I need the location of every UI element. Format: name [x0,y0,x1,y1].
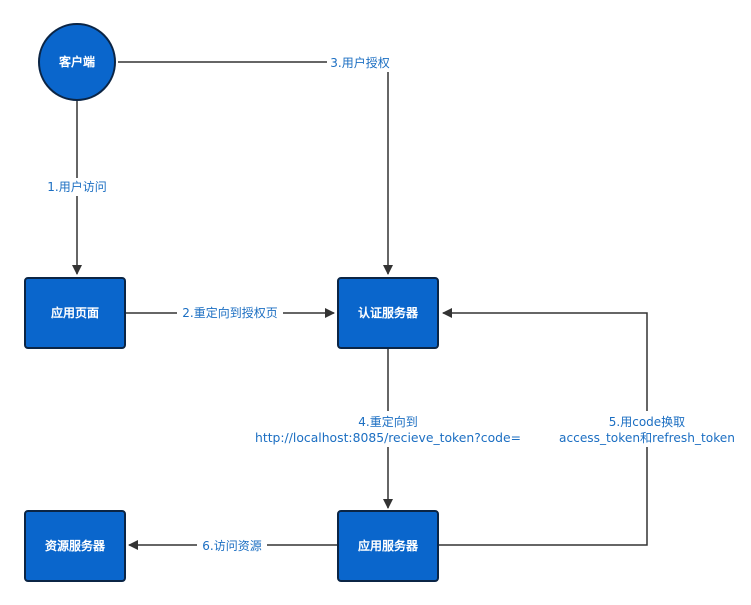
nodes: 客户端 应用页面 认证服务器 应用服务器 资源服务器 [24,23,439,582]
edge-label-redirect-line2: http://localhost:8085/recieve_token?code… [255,431,521,445]
node-auth-server-label: 认证服务器 [358,305,419,320]
node-app-page-label: 应用页面 [51,305,99,320]
node-client-label: 客户端 [58,54,95,69]
node-resource-server: 资源服务器 [24,510,126,582]
node-client: 客户端 [38,23,116,101]
edge-user-authorize [118,61,393,275]
edge-label-exchange-line1: 5.用code换取 [609,415,685,429]
edge-labels: 1.用户访问 3.用户授权 2.重定向到授权页 4.重定向到 http://lo… [42,54,737,555]
edge-label-user-visit: 1.用户访问 [47,179,106,194]
node-app-page: 应用页面 [24,277,126,349]
node-app-server-label: 应用服务器 [358,538,419,553]
edge-label-user-authorize: 3.用户授权 [330,55,389,70]
edge-label-exchange-line2: access_token和refresh_token [559,431,735,445]
node-auth-server: 认证服务器 [337,277,439,349]
edge-label-redirect-to-auth-page: 2.重定向到授权页 [182,305,277,320]
node-app-server: 应用服务器 [337,510,439,582]
node-resource-server-label: 资源服务器 [45,538,106,553]
edge-label-access-resource: 6.访问资源 [202,539,261,553]
edge-label-redirect-line1: 4.重定向到 [358,414,417,429]
